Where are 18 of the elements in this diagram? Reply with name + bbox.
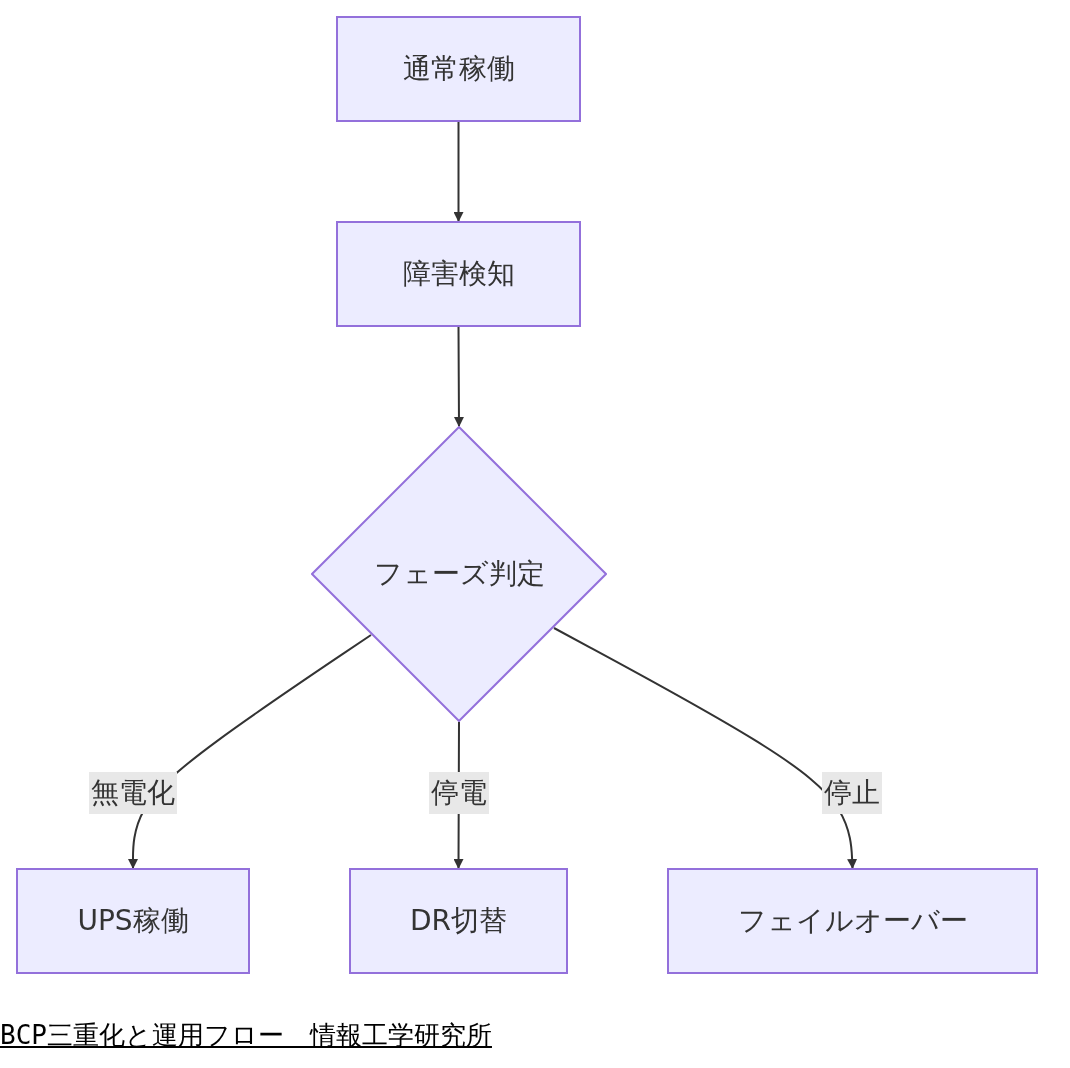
process-box <box>16 868 250 974</box>
node-label: 通常稼働 <box>402 51 515 87</box>
process-box <box>667 868 1038 974</box>
node-label: DR切替 <box>410 903 507 939</box>
edge-label: 無電化 <box>89 772 177 814</box>
process-box <box>336 221 581 327</box>
edge-label: 停止 <box>822 772 882 814</box>
process-box <box>349 868 568 974</box>
edge-label: 停電 <box>429 772 489 814</box>
arrow <box>453 121 464 222</box>
node-label: UPS稼働 <box>77 903 189 939</box>
process-box <box>336 16 581 122</box>
arrow <box>553 627 858 869</box>
node-label: フェーズ判定 <box>373 556 545 592</box>
arrow <box>453 326 464 427</box>
node-label: フェイルオーバー <box>737 903 968 939</box>
node-label: 障害検知 <box>402 256 515 292</box>
caption: BCP三重化と運用フロー 情報工学研究所 <box>0 1019 492 1052</box>
